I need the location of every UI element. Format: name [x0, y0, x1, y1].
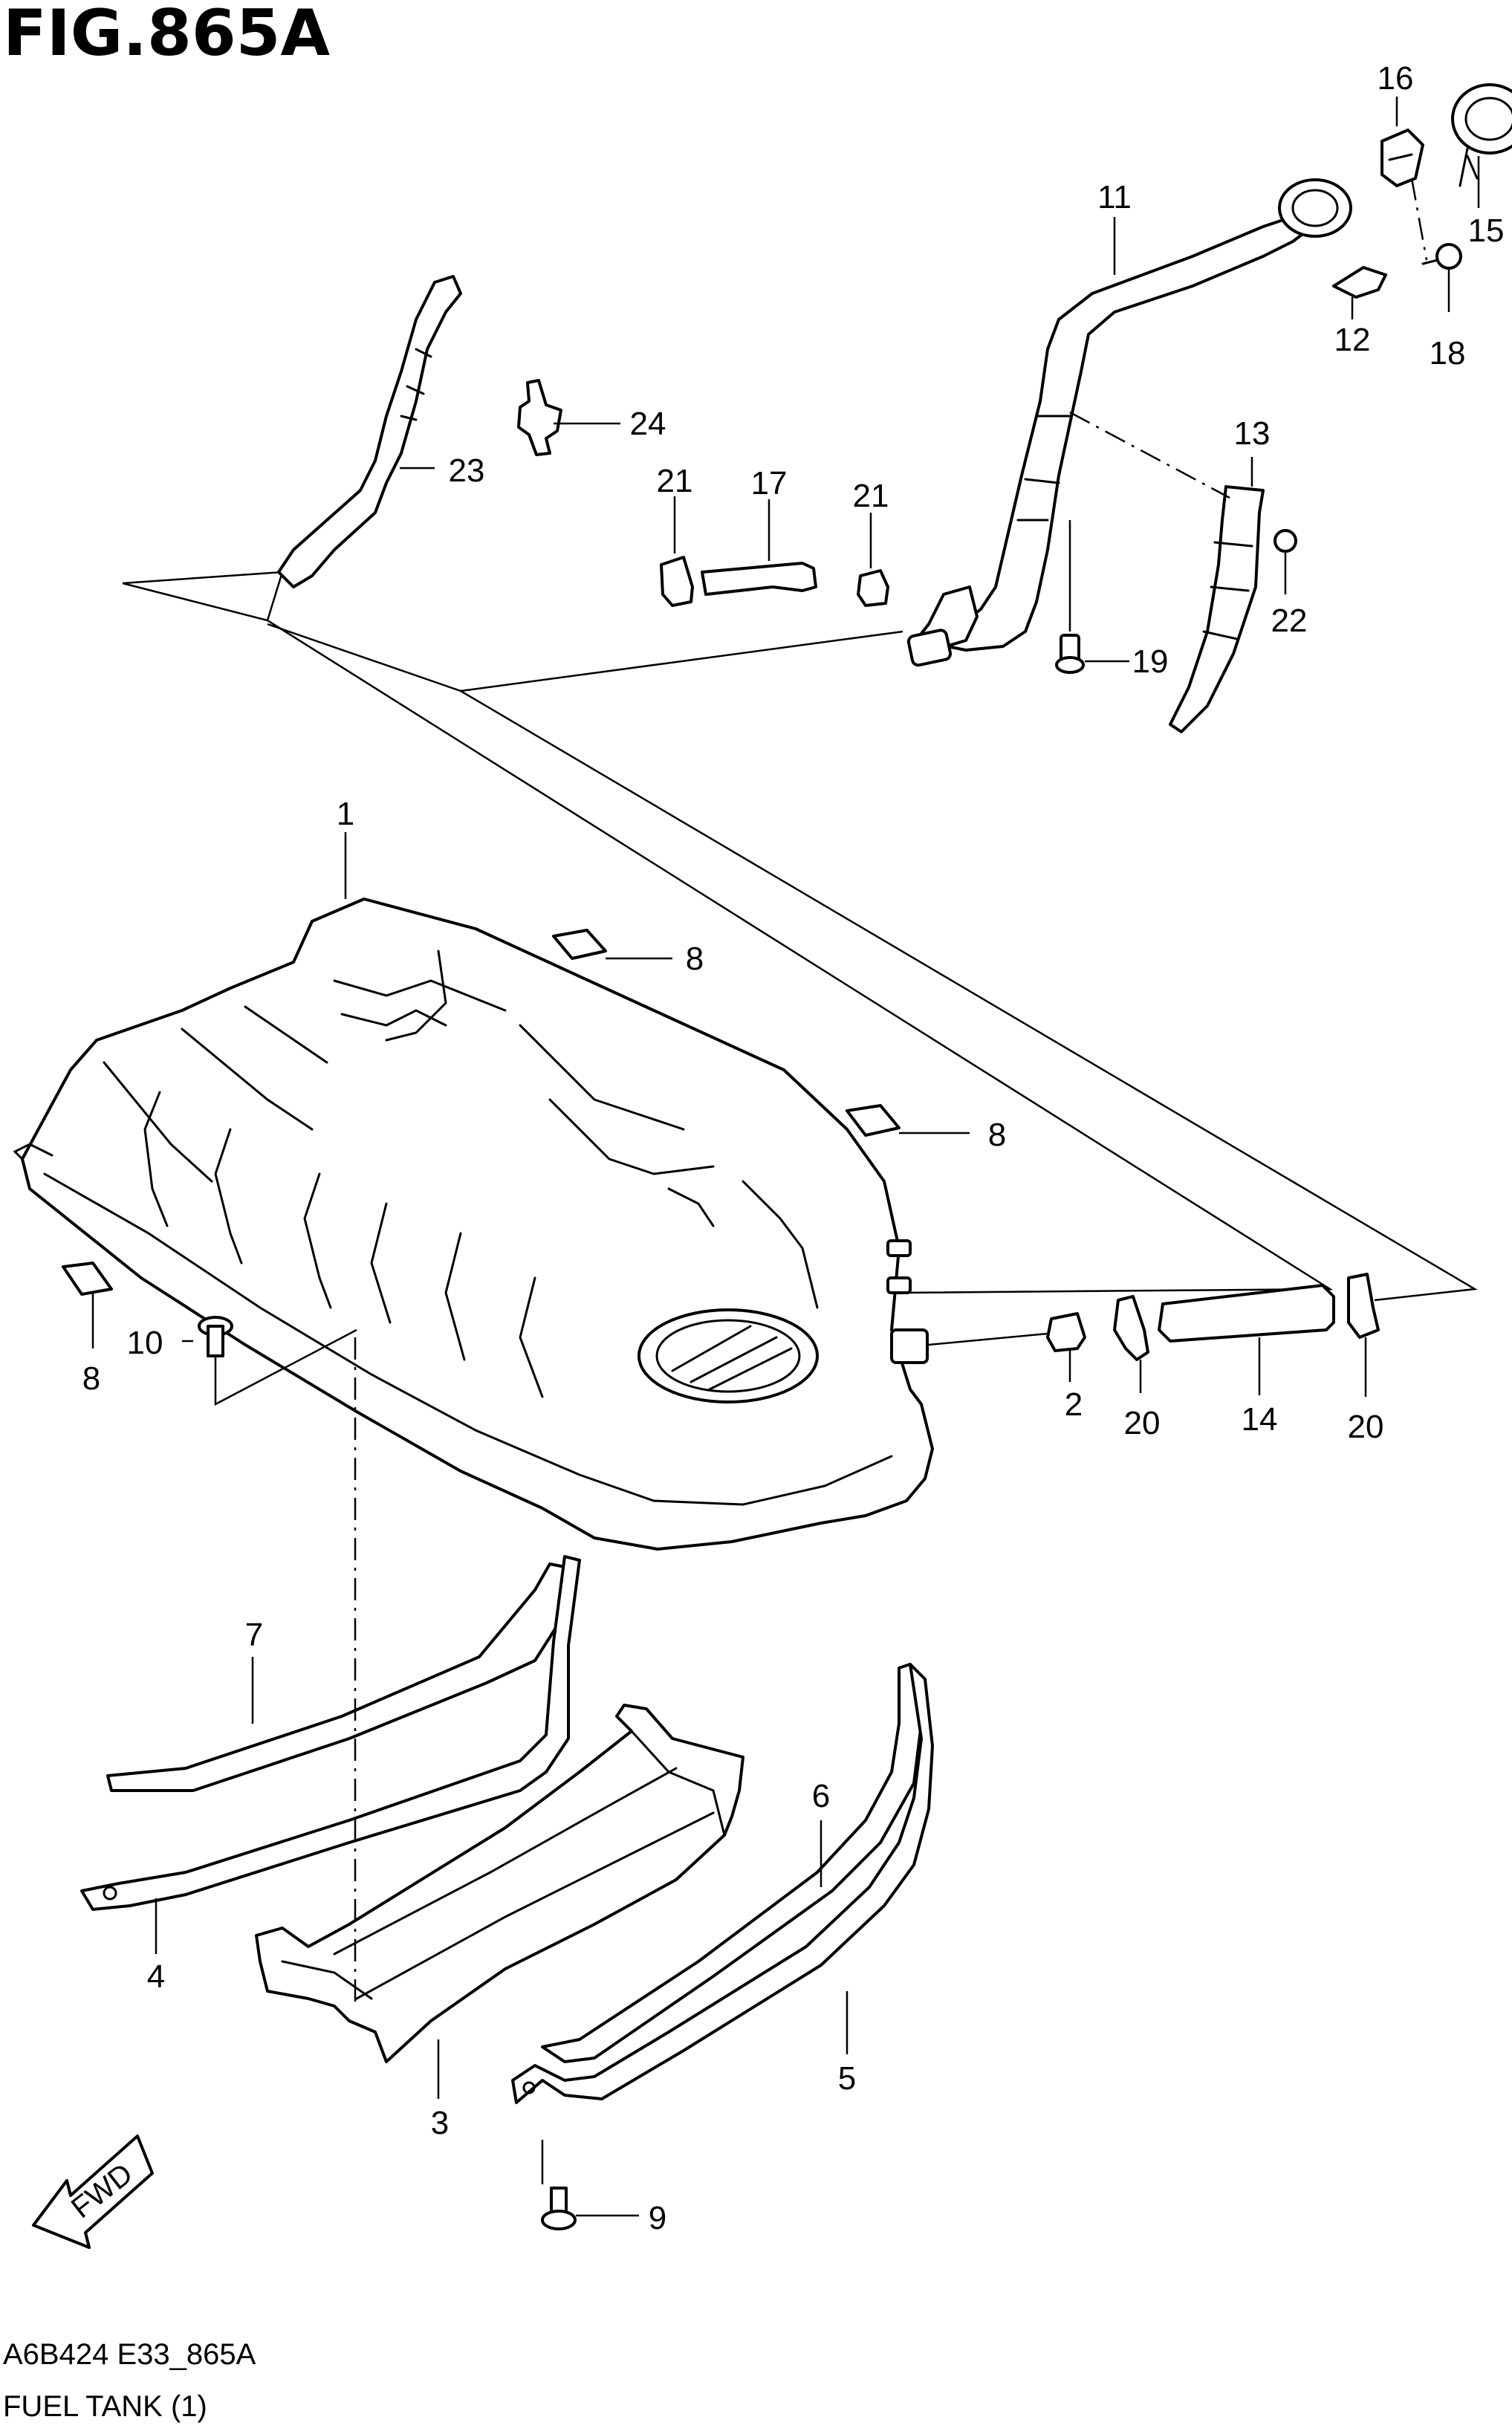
filler-housing-part-16 [1380, 129, 1424, 187]
callout-12: 12 [1334, 322, 1371, 358]
callout-8-mid: 8 [988, 1117, 1006, 1153]
callout-20-right: 20 [1348, 1409, 1384, 1445]
figure-caption: FUEL TANK (1) [3, 2390, 207, 2423]
filler-neck-part-11 [906, 178, 1352, 667]
clamp-part-21-right [857, 569, 889, 607]
leader-10-tank [214, 1328, 357, 1406]
bolt-part-10 [198, 1316, 233, 1357]
callout-20-left: 20 [1124, 1405, 1161, 1441]
underbody-protector-part-3 [255, 1704, 744, 2063]
hose-part-17 [701, 562, 817, 596]
strap-part-4 [80, 1555, 581, 1911]
assembly-outline-top [122, 571, 284, 621]
strap-part-7 [106, 1562, 570, 1792]
callout-3: 3 [431, 2105, 449, 2141]
breather-hose-part-23 [277, 275, 462, 588]
callout-17: 17 [751, 465, 788, 502]
cap-part-2 [1046, 1312, 1086, 1352]
figure-title: FIG.865A [3, 0, 331, 71]
callout-15: 15 [1468, 212, 1505, 249]
assembly-outline-lower [267, 623, 1478, 1302]
dash-11-13 [1069, 411, 1230, 499]
bracket-part-12 [1332, 266, 1387, 299]
callout-8-left: 8 [82, 1360, 100, 1397]
pad-part-8-mid [846, 1104, 901, 1137]
fuel-cap-part-15 [1451, 83, 1512, 187]
strap-part-5 [511, 1663, 934, 2104]
callout-5: 5 [838, 2060, 856, 2097]
dash-16-18 [1410, 178, 1428, 261]
bolt-part-19 [1055, 634, 1085, 674]
clamp-part-20-left [1113, 1295, 1149, 1361]
callout-14: 14 [1242, 1401, 1278, 1438]
callout-19: 19 [1132, 643, 1169, 680]
callout-21-right: 21 [853, 478, 889, 514]
forward-direction-arrow-icon: FWD [32, 2135, 154, 2249]
protector-part-13 [1169, 485, 1265, 733]
grommet-part-22 [1273, 529, 1297, 553]
callout-18: 18 [1430, 335, 1466, 371]
assembly-outline-inner [460, 630, 903, 692]
clamp-part-20-right [1347, 1273, 1380, 1339]
clamp-part-21-left [660, 556, 694, 607]
callout-2: 2 [1065, 1386, 1083, 1423]
pad-part-8-top [552, 929, 607, 960]
callout-16: 16 [1378, 60, 1414, 97]
callout-21-left: 21 [657, 463, 693, 499]
callout-4: 4 [147, 1958, 165, 1995]
strap-part-6 [541, 1663, 923, 2063]
hose-part-14 [1158, 1284, 1335, 1343]
figure-code: A6B424 E33_865A [3, 2338, 256, 2371]
callout-11: 11 [1097, 179, 1132, 215]
callout-23: 23 [449, 452, 485, 489]
assembly-outline [122, 582, 1334, 1294]
callout-13: 13 [1234, 415, 1271, 452]
callout-9: 9 [649, 2200, 666, 2236]
bolt-part-9 [541, 2187, 577, 2230]
pad-part-8-left [62, 1262, 113, 1296]
clip-part-24 [517, 379, 562, 456]
callout-24: 24 [630, 406, 666, 442]
callout-6: 6 [812, 1778, 830, 1814]
screw-part-18 [1421, 243, 1462, 270]
callout-22: 22 [1271, 603, 1308, 639]
callout-1: 1 [337, 796, 354, 832]
leader-2-tank [928, 1332, 1048, 1346]
callout-10: 10 [127, 1325, 163, 1361]
callout-7: 7 [245, 1617, 263, 1653]
fuel-tank-part-1 [13, 898, 934, 1551]
callout-8-top: 8 [686, 941, 704, 977]
